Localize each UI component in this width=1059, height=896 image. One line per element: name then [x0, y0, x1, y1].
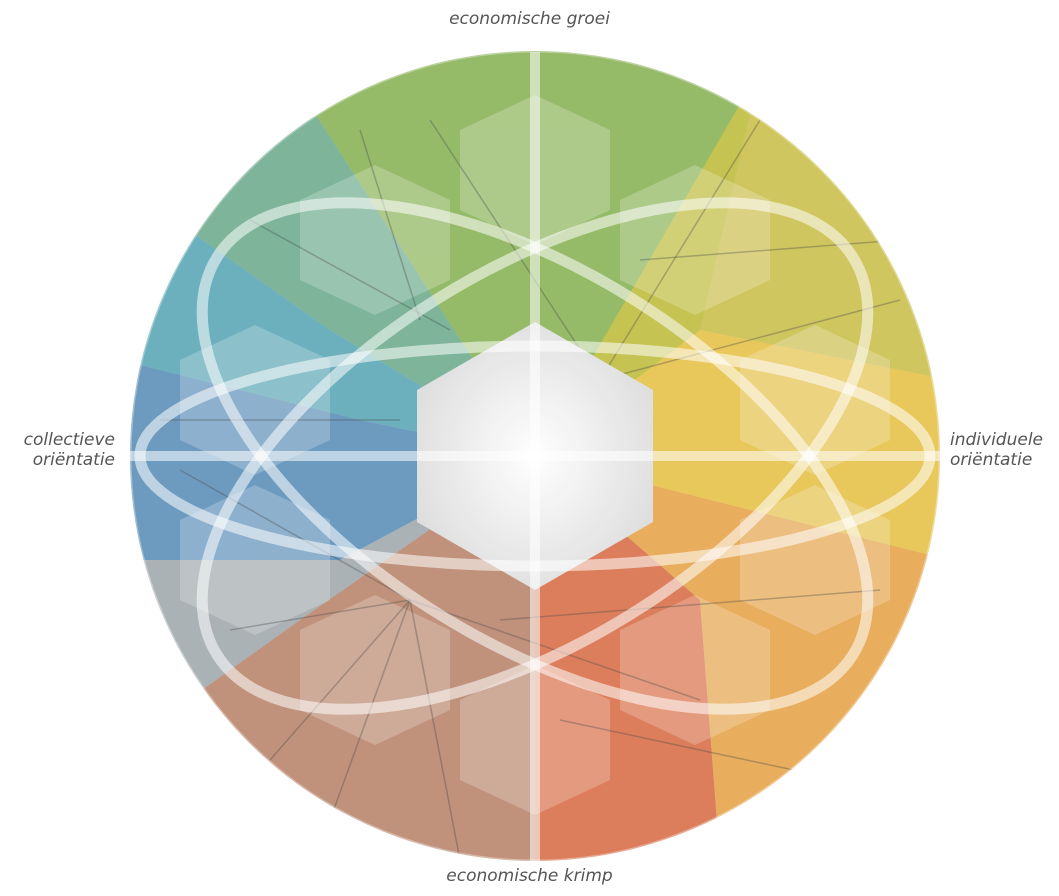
axis-label-individuele-orientatie: individuele oriëntatie — [950, 430, 1043, 470]
axes — [130, 52, 940, 862]
sector-teal-green — [160, 90, 535, 456]
axis-label-right-line1: individuele — [950, 430, 1044, 450]
axis-label-economische-groei: economische groei — [449, 9, 610, 29]
axis-label-left-line2: oriëntatie — [32, 450, 115, 470]
wheel-rim — [128, 49, 942, 863]
orbit-ring-tilted-right — [196, 197, 874, 715]
axis-label-left-line1: collectieve — [23, 430, 115, 450]
axis-label-economische-krimp: economische krimp — [446, 866, 613, 886]
axis-horizontal — [130, 451, 940, 461]
axis-label-collectieve-orientatie: collectieve oriëntatie — [24, 430, 115, 470]
orbit-ring-tilted-left — [196, 197, 874, 715]
axis-label-right-line2: oriëntatie — [950, 450, 1033, 470]
